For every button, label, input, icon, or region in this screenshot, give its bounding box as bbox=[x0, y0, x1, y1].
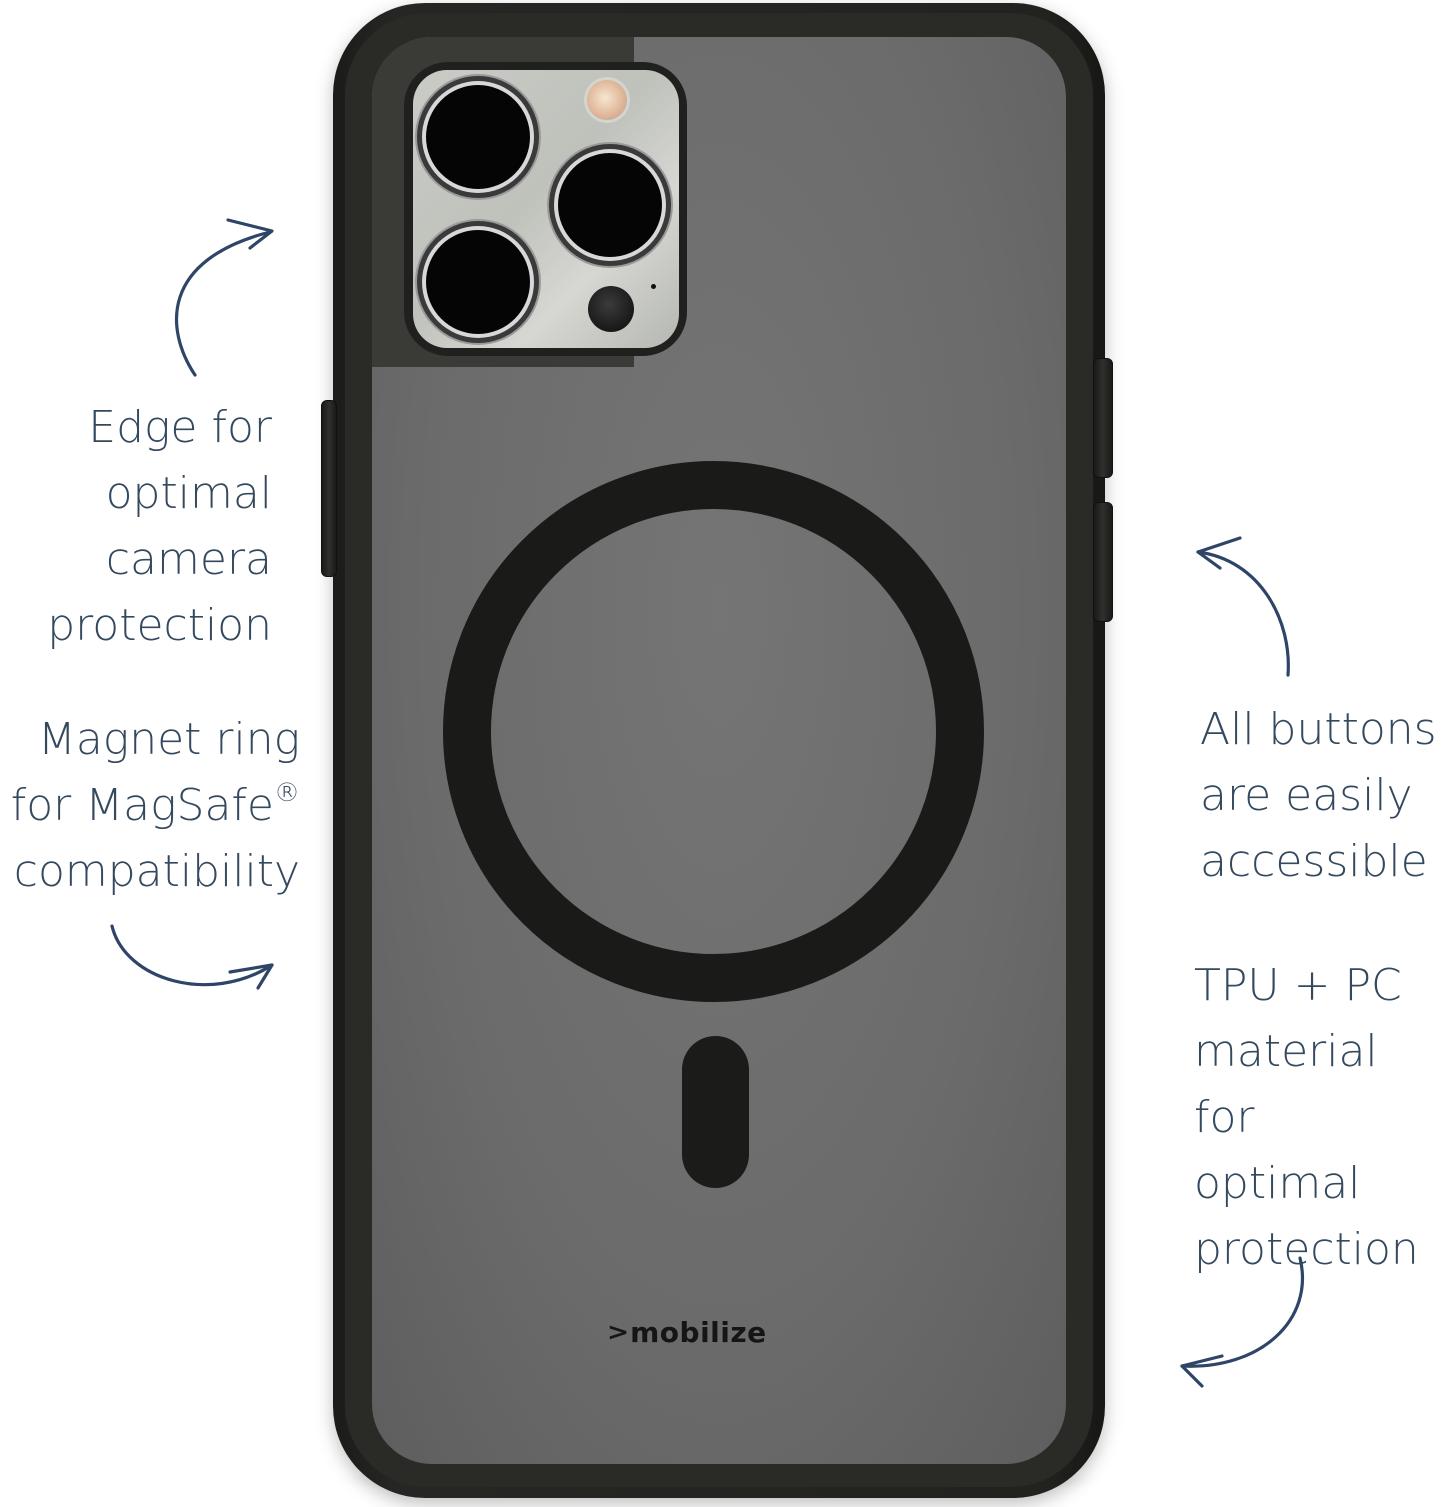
camera-lens-icon bbox=[426, 85, 530, 189]
curved-arrow-down-left-icon bbox=[1180, 1256, 1304, 1388]
camera-lens-icon bbox=[558, 153, 662, 257]
curved-arrow-up-right-icon bbox=[174, 218, 274, 377]
side-button-right-lower bbox=[1093, 502, 1113, 622]
magsafe-alignment-magnet bbox=[682, 1036, 749, 1188]
logo-chevron-icon: > bbox=[606, 1318, 630, 1346]
microphone-dot-icon bbox=[651, 284, 656, 289]
callout-magsafe: Magnet ring for MagSafe® compatibility bbox=[0, 707, 300, 905]
callout-magsafe-line3: compatibility bbox=[13, 846, 300, 897]
side-button-right-upper bbox=[1093, 358, 1113, 478]
curved-arrow-up-left-icon bbox=[1196, 536, 1290, 677]
brand-logo: > mobilize bbox=[606, 1312, 808, 1352]
magsafe-magnet-ring bbox=[443, 461, 984, 1002]
curved-arrow-down-right-icon bbox=[110, 924, 274, 990]
callout-magsafe-text: Magnet ring for MagSafe bbox=[10, 714, 300, 831]
camera-lens-icon bbox=[426, 230, 530, 334]
callout-buttons-accessible: All buttons are easily accessible bbox=[1200, 704, 1437, 887]
camera-flash-icon bbox=[587, 80, 627, 120]
lidar-sensor-icon bbox=[588, 286, 634, 332]
logo-text: mobilize bbox=[630, 1315, 767, 1349]
callout-material: TPU + PC material for optimal protection bbox=[1194, 960, 1419, 1275]
side-button-left bbox=[321, 400, 337, 577]
registered-mark: ® bbox=[274, 778, 300, 808]
callout-camera-protection: Edge for optimal camera protection bbox=[47, 402, 272, 651]
